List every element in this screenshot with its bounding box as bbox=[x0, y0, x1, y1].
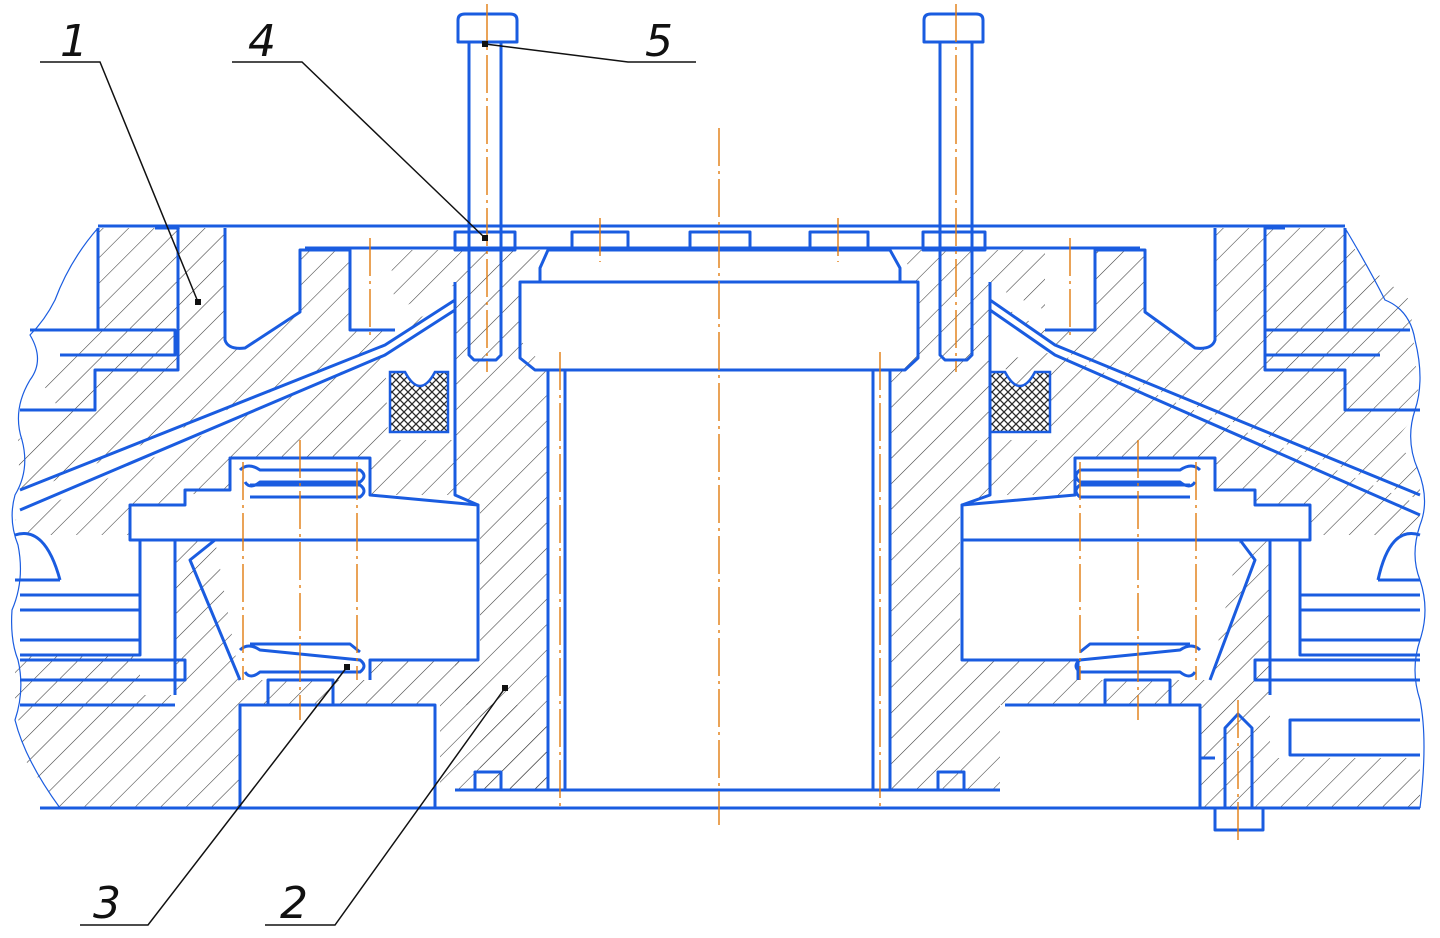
callout-1: 1 bbox=[60, 16, 88, 67]
part-outlines bbox=[14, 12, 1421, 832]
leader-3 bbox=[80, 666, 348, 926]
leader-5 bbox=[484, 43, 696, 63]
break-lines bbox=[11, 227, 1426, 809]
callout-4: 4 bbox=[248, 16, 276, 67]
leader-dot-2 bbox=[502, 685, 508, 691]
right-housing-section bbox=[1000, 228, 1420, 500]
leader-dot-4 bbox=[482, 235, 488, 241]
spring-lower-right bbox=[1074, 644, 1202, 678]
spring-upper-left bbox=[238, 464, 366, 488]
seal-ring-left bbox=[388, 370, 450, 434]
sleeve-right-section bbox=[890, 285, 1000, 790]
bolt-left bbox=[456, 12, 519, 44]
left-cup-section bbox=[175, 540, 548, 808]
lid-top bbox=[538, 248, 902, 284]
lid-cap bbox=[518, 280, 920, 372]
callout-3: 3 bbox=[93, 878, 121, 929]
left-base-section bbox=[15, 655, 175, 808]
right-housing-lower bbox=[990, 352, 1420, 535]
leader-dot-5 bbox=[482, 41, 488, 47]
bolt-right bbox=[922, 12, 985, 44]
leader-2 bbox=[265, 687, 506, 926]
leader-dot-1 bbox=[195, 299, 201, 305]
right-base-section bbox=[1200, 758, 1420, 808]
set-screw bbox=[1223, 712, 1254, 810]
sleeve-left-section bbox=[455, 285, 548, 790]
callout-leaders bbox=[40, 43, 696, 926]
left-housing-lower bbox=[15, 352, 455, 535]
seal-ring-right bbox=[988, 370, 1052, 434]
center-lines bbox=[242, 4, 1239, 845]
leader-4 bbox=[232, 61, 486, 239]
seal-rings bbox=[388, 370, 1052, 434]
callout-2: 2 bbox=[280, 878, 308, 929]
callout-5: 5 bbox=[645, 16, 673, 67]
leader-1 bbox=[40, 61, 199, 303]
right-spring-pocket bbox=[960, 456, 1312, 542]
spring-lower-left bbox=[238, 644, 366, 678]
left-spring-pocket bbox=[128, 456, 480, 542]
leader-dots bbox=[195, 41, 508, 691]
leader-dot-3 bbox=[344, 664, 350, 670]
left-housing-section bbox=[18, 228, 455, 495]
